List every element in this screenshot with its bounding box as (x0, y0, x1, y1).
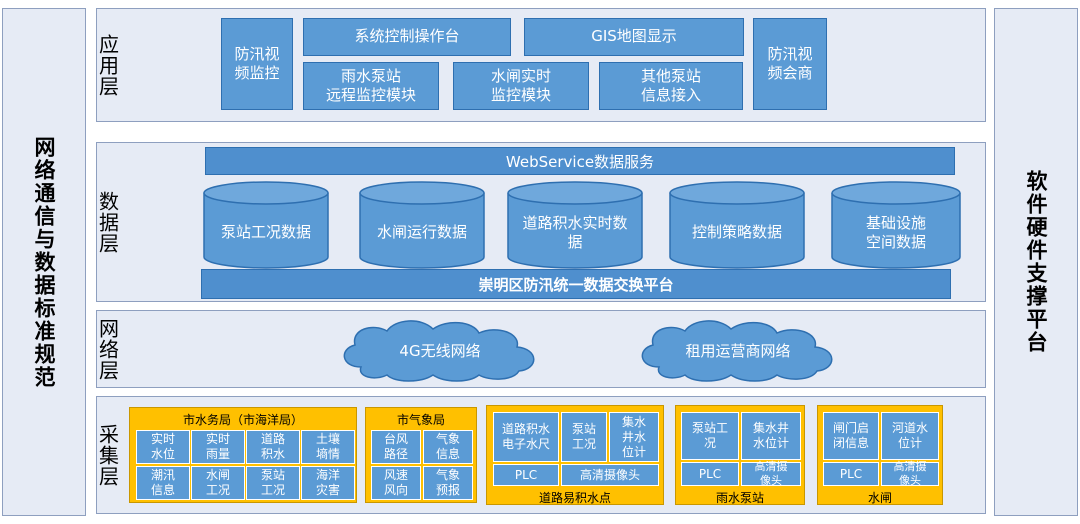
sluice-cell: 河道水 位计 (881, 412, 939, 460)
cloud-operator-label: 租用运营商网络 (685, 341, 791, 360)
collect-layer-label: 采集层 (95, 423, 120, 487)
database-icon (831, 181, 961, 269)
road-water-group: 道路积水 电子水尺 泵站 工况 集水 井水 位计 PLC 高清摄像头 道路易积水… (486, 405, 664, 505)
system-console-box: 系统控制操作台 (303, 18, 511, 56)
database-icon (507, 181, 643, 269)
rain-pump-camera: 高清摄 像头 (741, 460, 801, 487)
road-water-cell: 泵站 工况 (561, 412, 607, 462)
weather-bureau-cell: 气象 信息 (423, 430, 473, 464)
db-label: 水闸运行数据 (376, 223, 467, 242)
other-pump-access-box: 其他泵站 信息接入 (599, 62, 743, 110)
db-label: 控制策略数据 (691, 223, 782, 242)
rain-pump-cell: 集水井 水位计 (741, 412, 801, 460)
weather-bureau-title: 市气象局 (396, 413, 445, 427)
left-side-label: 网络通信与数据标准规范 (32, 135, 56, 389)
rain-pump-title: 雨水泵站 (715, 491, 764, 505)
app-layer-label: 应用层 (95, 33, 120, 97)
water-bureau-cell: 海洋 灾害 (301, 466, 355, 500)
water-bureau-cell: 实时 水位 (136, 430, 190, 464)
flood-video-meeting-box: 防汛视 频会商 (753, 18, 827, 110)
data-exchange-platform-bar: 崇明区防汛统一数据交换平台 (201, 269, 951, 299)
webservice-bar: WebService数据服务 (205, 147, 955, 175)
database-icon (359, 181, 485, 269)
rain-pump-module-box: 雨水泵站 远程监控模块 (303, 62, 439, 110)
weather-bureau-group: 市气象局 台风 路径 气象 信息 风速 风向 气象 预报 (365, 407, 477, 503)
data-layer-label: 数据层 (95, 190, 120, 254)
cloud-4g-label: 4G无线网络 (399, 341, 481, 360)
water-bureau-cell: 水闸 工况 (191, 466, 245, 500)
network-layer: 网络层 4G无线网络 租用运营商网络 (96, 310, 986, 388)
rain-pump-plc: PLC (681, 462, 739, 486)
sluice-camera: 高清摄 像头 (881, 460, 939, 487)
cloud-icon (641, 320, 833, 382)
left-side-bar: 网络通信与数据标准规范 (2, 8, 86, 516)
gis-map-box: GIS地图显示 (524, 18, 744, 56)
database-icon (669, 181, 805, 269)
road-water-cell: 道路积水 电子水尺 (493, 412, 559, 462)
db-infrastructure: 基础设施 空间数据 (831, 181, 961, 269)
water-bureau-group: 市水务局（市海洋局） 实时 水位 实时 雨量 道路 积水 土壤 墒情 潮汛 信息… (129, 407, 357, 503)
data-layer: 数据层 WebService数据服务 泵站工况数据 水闸运行数据 道路积水实时数… (96, 142, 986, 302)
db-road-water: 道路积水实时数 据 (507, 181, 643, 269)
sluice-group: 闸门启 闭信息 河道水 位计 PLC 高清摄 像头 水闸 (817, 405, 943, 505)
sluice-cell: 闸门启 闭信息 (823, 412, 879, 460)
network-layer-label: 网络层 (95, 317, 120, 381)
rain-pump-group: 泵站工 况 集水井 水位计 PLC 高清摄 像头 雨水泵站 (675, 405, 805, 505)
sluice-title: 水闸 (867, 491, 892, 505)
water-bureau-cell: 实时 雨量 (191, 430, 245, 464)
road-water-title: 道路易积水点 (538, 491, 611, 505)
db-gate-operation: 水闸运行数据 (359, 181, 485, 269)
flood-video-monitor-box: 防汛视 频监控 (221, 18, 293, 110)
rain-pump-cell: 泵站工 况 (681, 412, 739, 460)
weather-bureau-cell: 台风 路径 (371, 430, 421, 464)
network-layer-label-box: 网络层 (96, 311, 120, 387)
weather-bureau-cell: 气象 预报 (423, 466, 473, 500)
app-layer: 应用层 防汛视 频监控 系统控制操作台 GIS地图显示 防汛视 频会商 雨水泵站… (96, 8, 986, 122)
water-bureau-cell: 道路 积水 (246, 430, 300, 464)
collect-layer: 采集层 市水务局（市海洋局） 实时 水位 实时 雨量 道路 积水 土壤 墒情 潮… (96, 396, 986, 514)
data-layer-label-box: 数据层 (96, 143, 120, 301)
db-label: 道路积水实时数 据 (522, 213, 628, 252)
right-side-label: 软件硬件支撑平台 (1024, 170, 1048, 354)
gate-monitor-module-box: 水闸实时 监控模块 (453, 62, 589, 110)
right-side-bar: 软件硬件支撑平台 (994, 8, 1078, 516)
road-water-plc: PLC (493, 464, 559, 486)
cloud-icon (343, 320, 535, 382)
collect-layer-label-box: 采集层 (96, 397, 120, 513)
sluice-plc: PLC (823, 462, 879, 486)
road-water-cell: 集水 井水 位计 (609, 412, 659, 462)
water-bureau-cell: 土壤 墒情 (301, 430, 355, 464)
database-icon (203, 181, 329, 269)
water-bureau-cell: 潮汛 信息 (136, 466, 190, 500)
water-bureau-title: 市水务局（市海洋局） (182, 413, 303, 427)
app-layer-label-box: 应用层 (96, 9, 120, 121)
db-label: 泵站工况数据 (220, 223, 311, 242)
db-control-strategy: 控制策略数据 (669, 181, 805, 269)
water-bureau-cell: 泵站 工况 (246, 466, 300, 500)
db-pump-status: 泵站工况数据 (203, 181, 329, 269)
road-water-camera: 高清摄像头 (561, 464, 659, 486)
weather-bureau-cell: 风速 风向 (371, 466, 421, 500)
db-label: 基础设施 空间数据 (865, 213, 926, 252)
